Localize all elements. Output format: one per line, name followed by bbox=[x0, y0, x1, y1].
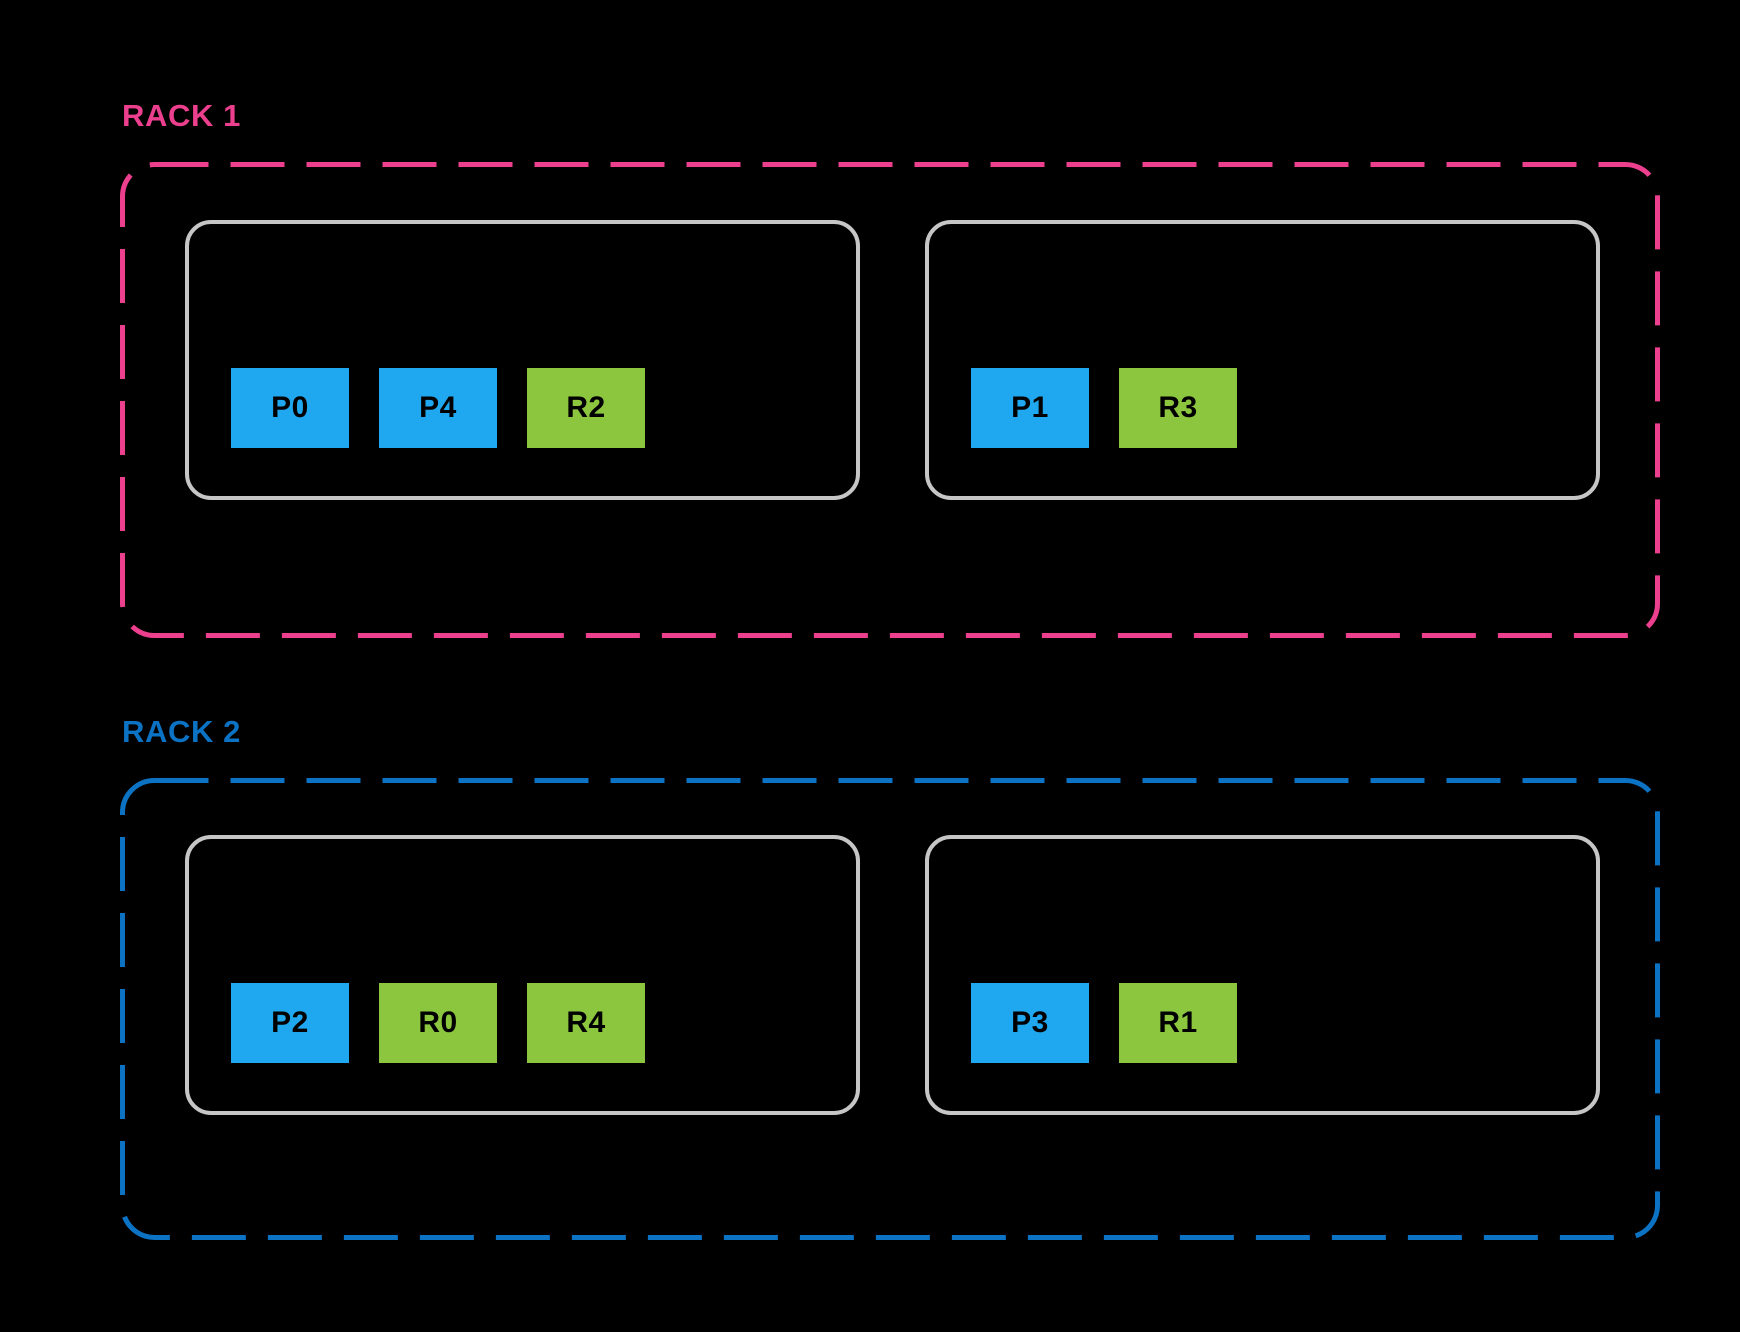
rack-dashed-outline-1 bbox=[120, 162, 1660, 638]
chip-label: P0 bbox=[271, 391, 309, 424]
chip-label: R1 bbox=[1158, 1006, 1198, 1039]
chip-r4[interactable]: R4 bbox=[527, 983, 645, 1063]
rack-1-nodes: P0 P4 R2 P1 bbox=[120, 162, 1660, 638]
chip-row-rack2-a: P2 R0 R4 bbox=[231, 983, 645, 1063]
chip-p3[interactable]: P3 bbox=[971, 983, 1089, 1063]
rack-label-2: RACK 2 bbox=[122, 714, 242, 749]
chip-r1[interactable]: R1 bbox=[1119, 983, 1237, 1063]
rack-boundary-1: P0 P4 R2 P1 bbox=[120, 162, 1660, 638]
chip-row-rack1-b: P1 R3 bbox=[971, 368, 1237, 448]
rack-group-2: RACK 2 P2 R0 R4 bbox=[120, 716, 1660, 1240]
rack-boundary-2: P2 R0 R4 P3 bbox=[120, 778, 1660, 1240]
chip-label: P3 bbox=[1011, 1006, 1049, 1039]
chip-label: R3 bbox=[1158, 391, 1198, 424]
chip-label: P4 bbox=[419, 391, 457, 424]
chip-p1[interactable]: P1 bbox=[971, 368, 1089, 448]
chip-row-rack1-a: P0 P4 R2 bbox=[231, 368, 645, 448]
chip-p2[interactable]: P2 bbox=[231, 983, 349, 1063]
chip-label: P1 bbox=[1011, 391, 1049, 424]
chip-label: R0 bbox=[418, 1006, 458, 1039]
node-box-rack2-b: P3 R1 bbox=[925, 835, 1600, 1115]
node-box-rack1-a: P0 P4 R2 bbox=[185, 220, 860, 500]
rack-dashed-outline-2 bbox=[120, 778, 1660, 1240]
chip-r2[interactable]: R2 bbox=[527, 368, 645, 448]
chip-label: R2 bbox=[566, 391, 606, 424]
chip-label: R4 bbox=[566, 1006, 606, 1039]
rack-2-nodes: P2 R0 R4 P3 bbox=[120, 778, 1660, 1240]
node-box-rack2-a: P2 R0 R4 bbox=[185, 835, 860, 1115]
chip-p0[interactable]: P0 bbox=[231, 368, 349, 448]
chip-r0[interactable]: R0 bbox=[379, 983, 497, 1063]
rack-label-1: RACK 1 bbox=[122, 98, 242, 133]
chip-p4[interactable]: P4 bbox=[379, 368, 497, 448]
chip-r3[interactable]: R3 bbox=[1119, 368, 1237, 448]
node-box-rack1-b: P1 R3 bbox=[925, 220, 1600, 500]
rack-group-1: RACK 1 P0 P4 R2 bbox=[120, 100, 1660, 638]
chip-row-rack2-b: P3 R1 bbox=[971, 983, 1237, 1063]
chip-label: P2 bbox=[271, 1006, 309, 1039]
